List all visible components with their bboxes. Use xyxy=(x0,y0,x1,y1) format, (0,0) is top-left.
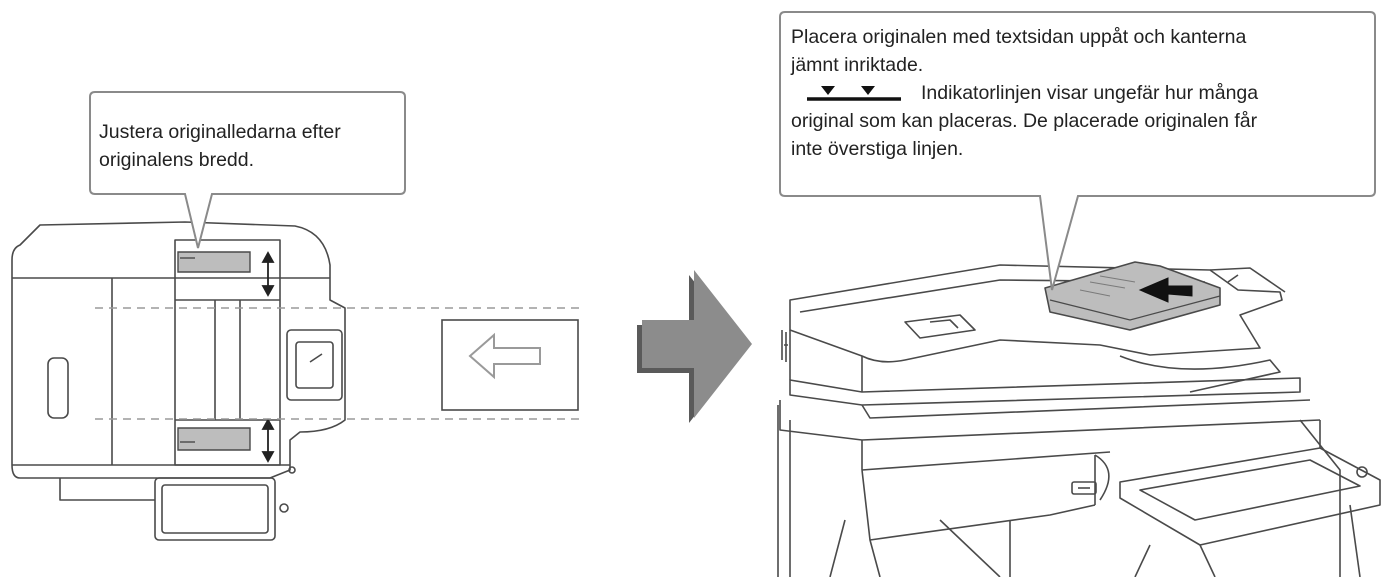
callout-right-line-4: original som kan placeras. De placerade … xyxy=(791,110,1258,132)
callout-right-text: Placera originalen med textsidan uppåt o… xyxy=(791,23,1366,163)
arrow-right-icon xyxy=(637,270,752,423)
arrow-left-icon xyxy=(468,332,541,380)
paper-stack xyxy=(1044,261,1221,331)
callout-left-text: Justera originalledarna efter originalen… xyxy=(99,118,399,174)
adjust-arrow-bottom-icon xyxy=(261,418,275,463)
callout-left xyxy=(89,91,406,249)
paper-sheet xyxy=(441,319,579,411)
adjust-arrow-top-icon xyxy=(261,251,275,297)
callout-right-line-2: jämnt inriktade. xyxy=(791,54,924,76)
callout-right-line-5: inte överstiga linjen. xyxy=(791,138,964,160)
document-guide-top xyxy=(177,251,251,273)
callout-left-line-1: Justera originalledarna efter xyxy=(99,121,341,143)
feeder-top-view xyxy=(11,221,346,541)
callout-right-line-1: Placera originalen med textsidan uppåt o… xyxy=(791,26,1247,48)
feed-direction-icon xyxy=(1138,277,1193,303)
printer-illustration xyxy=(777,264,1381,577)
indicator-line-icon xyxy=(807,86,901,101)
indicator-description: Indikatorlinjen visar ungefär hur många xyxy=(921,82,1259,104)
document-guide-bottom xyxy=(177,427,251,451)
callout-right xyxy=(779,11,1376,291)
callout-left-line-2: originalens bredd. xyxy=(99,149,255,171)
paper-width-lines xyxy=(95,307,585,420)
callout-right-line-3: Indikatorlinjen visar ungefär hur många xyxy=(791,79,1366,107)
